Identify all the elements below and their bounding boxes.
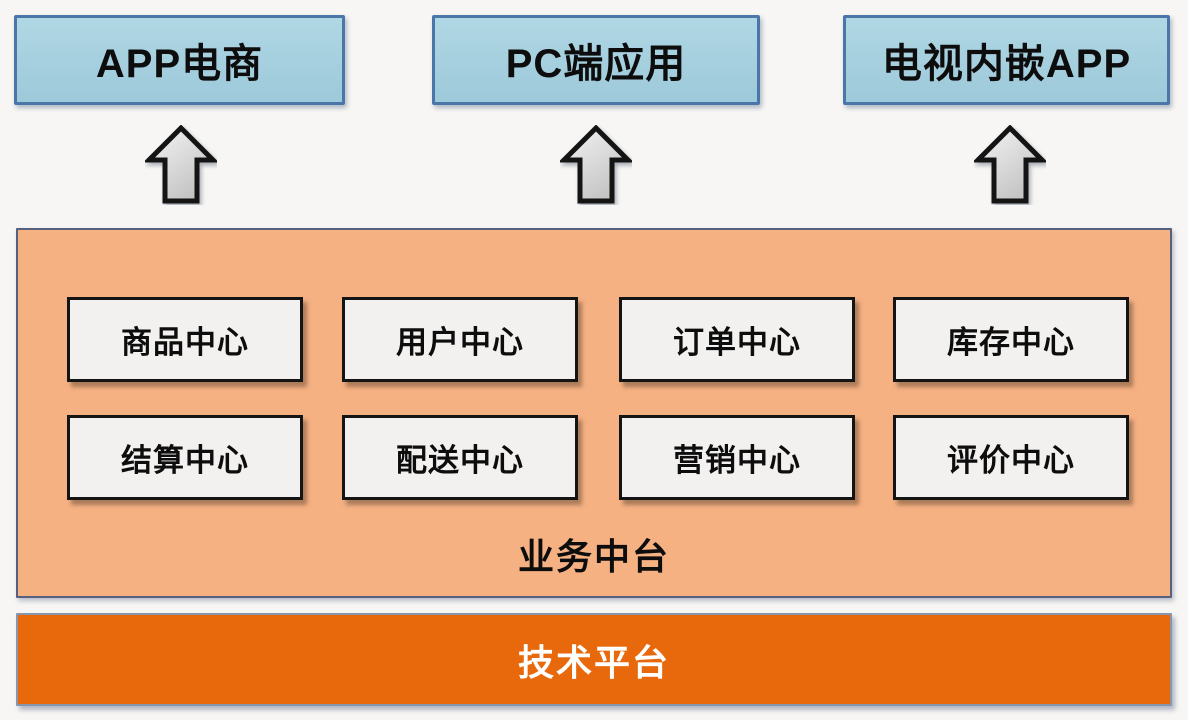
up-arrow-icon — [145, 125, 217, 204]
center-box-settlement: 结算中心 — [67, 415, 303, 500]
up-arrow-icon — [974, 125, 1046, 204]
business-platform-title: 业务中台 — [517, 536, 670, 577]
business-platform-panel: 商品中心 用户中心 订单中心 库存中心 结算中心 配送中心 营销中心 评价中心 … — [16, 228, 1172, 598]
center-box-label: 库存中心 — [947, 325, 1075, 360]
channel-label: 电视内嵌APP — [881, 42, 1132, 86]
channel-label: APP电商 — [95, 42, 264, 86]
center-box-review: 评价中心 — [893, 415, 1129, 500]
center-box-order: 订单中心 — [619, 297, 855, 382]
center-box-label: 配送中心 — [396, 443, 524, 478]
center-box-label: 评价中心 — [947, 443, 1075, 478]
channel-box-tv-embedded-app: 电视内嵌APP — [843, 15, 1170, 105]
tech-platform-title: 技术平台 — [517, 641, 670, 683]
center-box-label: 结算中心 — [121, 443, 249, 478]
channel-box-pc-app: PC端应用 — [432, 15, 760, 105]
up-arrow-icon — [560, 125, 632, 204]
center-box-user: 用户中心 — [342, 297, 578, 382]
channel-box-app-ecommerce: APP电商 — [14, 15, 345, 105]
tech-platform-bar: 技术平台 — [16, 613, 1172, 706]
center-box-delivery: 配送中心 — [342, 415, 578, 500]
center-box-label: 营销中心 — [673, 443, 801, 478]
center-box-label: 订单中心 — [673, 325, 801, 360]
channel-label: PC端应用 — [505, 42, 687, 86]
center-box-label: 商品中心 — [121, 325, 249, 360]
center-box-label: 用户中心 — [396, 325, 524, 360]
center-box-inventory: 库存中心 — [893, 297, 1129, 382]
center-box-product: 商品中心 — [67, 297, 303, 382]
center-box-marketing: 营销中心 — [619, 415, 855, 500]
